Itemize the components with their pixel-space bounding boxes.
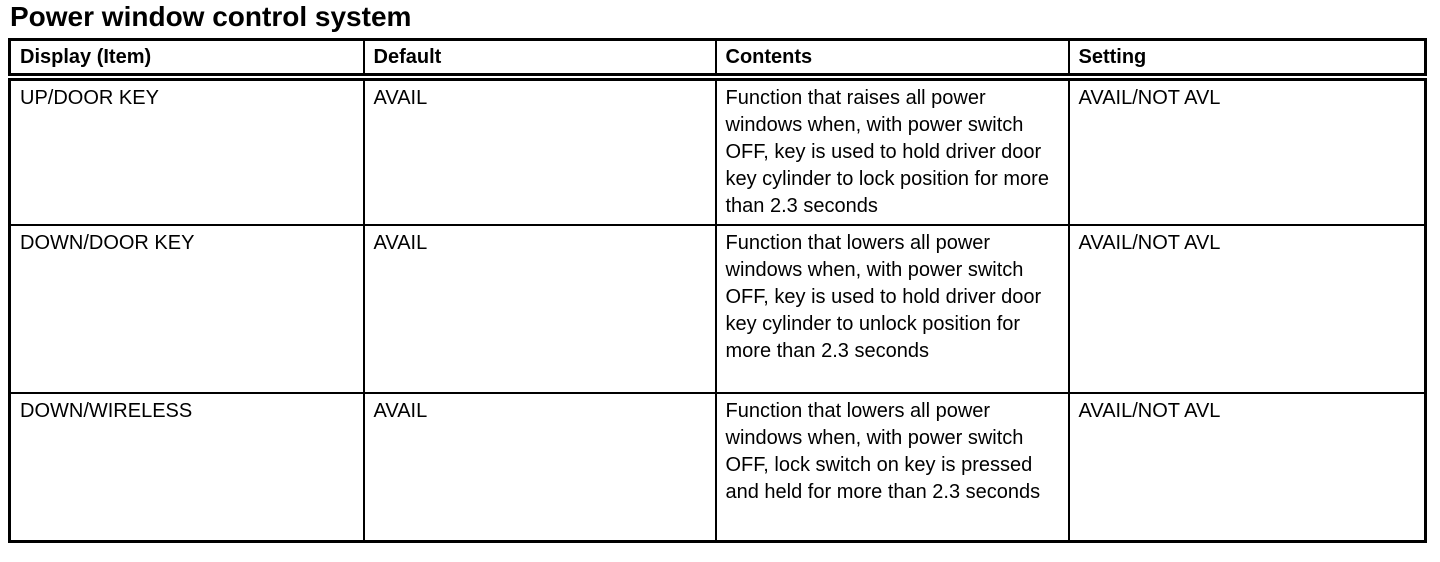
column-header-display-item: Display (Item) bbox=[8, 38, 365, 81]
cell-default: AVAIL bbox=[362, 392, 717, 542]
cell-contents: Function that raises all power windows w… bbox=[714, 76, 1070, 226]
cell-display-item: DOWN/DOOR KEY bbox=[8, 224, 365, 394]
table-header-row: Display (Item) Default Contents Setting bbox=[8, 38, 1427, 81]
power-window-settings-table: Display (Item) Default Contents Setting … bbox=[8, 38, 1427, 543]
cell-default: AVAIL bbox=[362, 76, 717, 226]
cell-setting: AVAIL/NOT AVL bbox=[1067, 76, 1427, 226]
cell-display-item: DOWN/WIRELESS bbox=[8, 392, 365, 542]
column-header-contents: Contents bbox=[714, 38, 1070, 81]
column-header-setting: Setting bbox=[1067, 38, 1427, 81]
cell-contents: Function that lowers all power windows w… bbox=[714, 224, 1070, 394]
cell-setting: AVAIL/NOT AVL bbox=[1067, 224, 1427, 394]
cell-contents: Function that lowers all power windows w… bbox=[714, 392, 1070, 542]
table-row: DOWN/DOOR KEY AVAIL Function that lowers… bbox=[8, 224, 1427, 394]
table-row: DOWN/WIRELESS AVAIL Function that lowers… bbox=[8, 392, 1427, 542]
cell-default: AVAIL bbox=[362, 224, 717, 394]
cell-display-item: UP/DOOR KEY bbox=[8, 76, 365, 226]
document-page: Power window control system Display (Ite… bbox=[8, 1, 1427, 543]
table-row: UP/DOOR KEY AVAIL Function that raises a… bbox=[8, 76, 1427, 226]
cell-setting: AVAIL/NOT AVL bbox=[1067, 392, 1427, 542]
column-header-default: Default bbox=[362, 38, 717, 81]
page-title: Power window control system bbox=[10, 1, 412, 32]
